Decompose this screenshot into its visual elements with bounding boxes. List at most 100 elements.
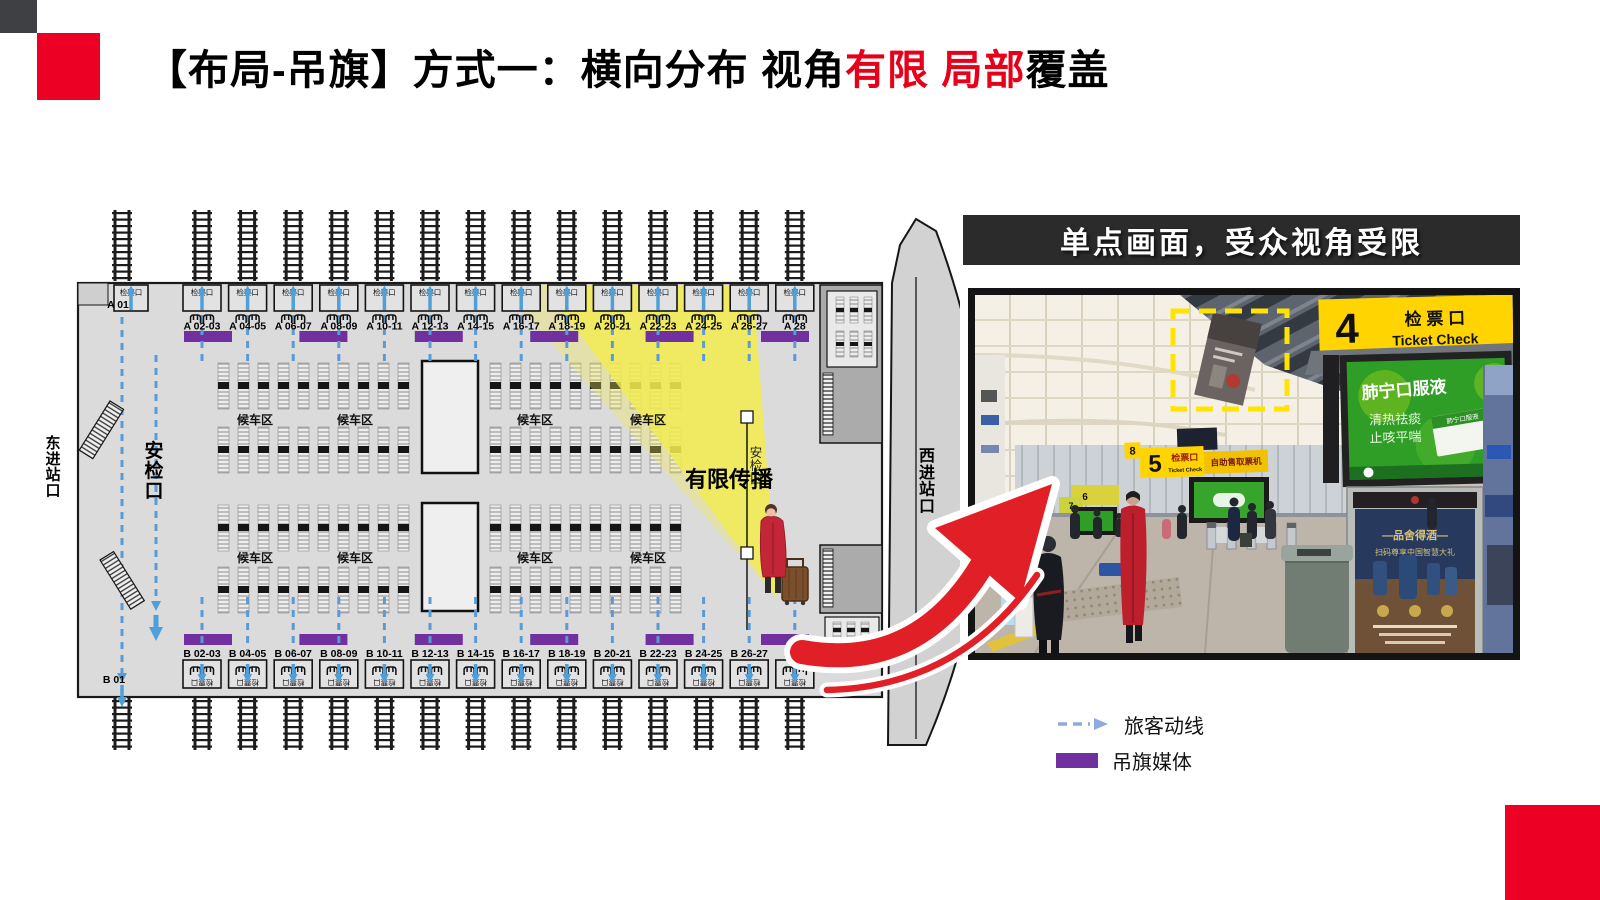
visibility-cone (543, 285, 777, 598)
rail-tracks-bottom (112, 698, 805, 750)
legend-flag-label: 吊旗媒体 (1112, 751, 1192, 774)
rail-track (784, 210, 805, 281)
central-void-upper (420, 359, 480, 475)
mid-signs: 8 5 检票口 Ticket Check 自助售取票机 (1124, 427, 1269, 479)
rail-track (112, 210, 132, 281)
waiting-area-label: 候车区 (337, 412, 373, 427)
rail-track (602, 210, 623, 281)
hanging-flag-media (184, 634, 232, 645)
gate-label: A 16-17 (503, 321, 540, 333)
page-title: 【布局-吊旗】方式一：横向分布 视角有限 局部覆盖 (146, 36, 1109, 96)
gate-b01-label: B 01 (103, 674, 125, 686)
poster-line1: —品舍得酒— (1382, 528, 1448, 542)
gate-label: B 26-27 (731, 648, 769, 660)
rail-track (192, 210, 212, 281)
east-entrance-label: 东进站口 (45, 434, 60, 499)
gate4-number: 4 (1335, 304, 1360, 352)
gate-label: B 04-05 (229, 648, 267, 660)
gate-label: A 22-23 (640, 321, 677, 333)
rail-track (556, 698, 577, 750)
rail-track (283, 698, 304, 750)
escalator (78, 400, 125, 460)
rail-track (648, 698, 668, 750)
legend-row-flag: 吊旗媒体 (1056, 742, 1204, 778)
ticket-machine-sign: 自助售取票机 (1210, 456, 1262, 468)
ticket-gates-bottom: 检票口B 02-03检票口B 04-05检票口B 06-07检票口B 08-09… (182, 597, 815, 689)
gate-label: B 24-25 (685, 648, 723, 660)
gate4-en: Ticket Check (1392, 330, 1479, 348)
gate5-number: 5 (1148, 450, 1162, 477)
rail-track (784, 698, 805, 750)
gate4-sign: 4 检 票 口 Ticket Check (1318, 294, 1514, 354)
hanging-flag-media (184, 331, 232, 342)
hanging-flag-media (299, 331, 348, 342)
gate-label: B 18-19 (548, 648, 586, 660)
limited-spread-label: 有限传播 (685, 467, 774, 492)
ad-product-box: 肺宁口服液 (1430, 406, 1499, 457)
gate5-cn: 检票口 (1171, 451, 1198, 463)
title-black-1: 【布局-吊旗】方式一：横向分布 视角 (146, 47, 846, 93)
security-lane-right (740, 410, 754, 630)
flow-arrow-icon (1058, 718, 1108, 730)
rail-tracks-top (112, 210, 805, 281)
station-floorplan: 检票口A 02-03检票口A 04-05检票口A 06-07检票口A 08-09… (45, 210, 960, 750)
gate7-number: 7 (1068, 501, 1073, 511)
gate8-number: 8 (1129, 445, 1136, 457)
photo-headline-banner: 单点画面，受众视角受限 (963, 215, 1520, 265)
hanging-flags-top (184, 331, 809, 342)
rail-track (283, 210, 304, 281)
gate-label: B 08-09 (320, 648, 358, 660)
ad-screen: 肺宁口服液 清热祛痰 止咳平喘 肺宁口服液 (1339, 350, 1515, 488)
visibility-cone-soft (500, 285, 777, 598)
ticket-gates-top: 检票口A 02-03检票口A 04-05检票口A 06-07检票口A 08-09… (182, 284, 815, 365)
rail-track (237, 210, 258, 281)
station-photo: 4 检 票 口 Ticket Check 肺宁口服液 清热祛痰 止咳平喘 肺宁口… (974, 294, 1515, 660)
security-gate-label: 安检口 (144, 439, 163, 502)
gate-label: A 02-03 (184, 321, 221, 333)
gate-label: A 12-13 (412, 321, 449, 333)
waiting-seat-rows (217, 362, 682, 614)
rail-track (511, 210, 532, 281)
security-gate-right-label: 安检口 (750, 445, 763, 486)
rail-track (465, 698, 486, 750)
gate-label: B 16-17 (503, 648, 541, 660)
rail-track (739, 210, 760, 281)
rail-track (420, 210, 440, 281)
hanging-flag-media (414, 634, 463, 645)
rail-track (328, 698, 349, 750)
rail-track (192, 698, 212, 750)
rail-track (648, 210, 668, 281)
gate-label: A 26-27 (731, 321, 768, 333)
gate6-number: 6 (1082, 492, 1088, 503)
rail-track (511, 698, 532, 750)
floor-sign (1099, 563, 1125, 576)
legend-flow-label: 旅客动线 (1124, 715, 1204, 738)
rail-track (420, 698, 440, 750)
gate4-cn: 检 票 口 (1404, 308, 1465, 330)
gate-label: A 08-09 (320, 321, 357, 333)
rail-track (602, 698, 623, 750)
waiting-area-label: 候车区 (237, 412, 273, 427)
gate-label: B 12-13 (411, 648, 449, 660)
title-black-2: 覆盖 (1025, 47, 1110, 93)
ad-line2: 止咳平喘 (1369, 429, 1421, 445)
tactile-paving (1051, 577, 1183, 623)
hanging-flag-media (761, 634, 809, 645)
gate5-en: Ticket Check (1168, 467, 1203, 474)
central-void-lower (420, 501, 480, 613)
hall-step (77, 282, 109, 306)
west-entrance-label: 西进站口 (919, 447, 935, 515)
gate-label: B 14-15 (457, 648, 495, 660)
poster-line2: 扫码尊享中国智慧大礼 (1375, 547, 1455, 557)
trash-bin (1281, 545, 1353, 653)
corner-square-dark (0, 0, 37, 33)
waiting-area-label: 候车区 (630, 412, 666, 427)
svg-text:A 01: A 01 (107, 299, 129, 311)
gate-label: A 20-21 (594, 321, 631, 333)
rail-track (556, 210, 577, 281)
crowd-figures (1070, 497, 1437, 547)
gate-label: A 14-15 (457, 321, 494, 333)
waiting-area-label: 候车区 (517, 412, 553, 427)
gate-label: B 20-21 (594, 648, 632, 660)
hanging-flag-media (414, 331, 463, 342)
